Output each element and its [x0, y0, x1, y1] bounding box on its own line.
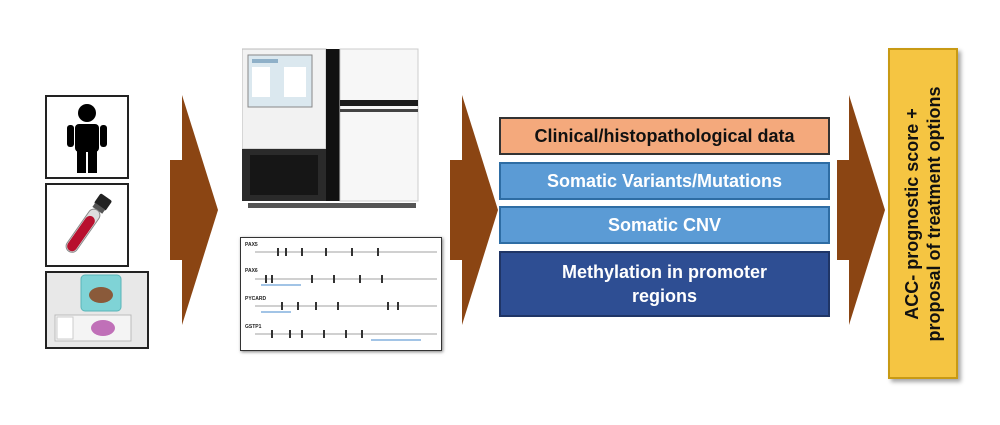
arrow-3: [837, 95, 885, 325]
somatic-variants-box: Somatic Variants/Mutations: [499, 162, 830, 200]
box-label: Somatic Variants/Mutations: [546, 170, 783, 191]
gene-label: PAX5: [245, 242, 258, 248]
arrow-1: [170, 95, 218, 325]
person-icon: [67, 104, 107, 173]
clinical-data-box: Clinical/histopathological data: [499, 117, 830, 155]
gene-label: PYCARD: [245, 296, 267, 302]
methylation-box: Methylation in promoter regions: [499, 251, 830, 317]
tissue-slide-icon: [47, 273, 147, 347]
outcome-line-2: proposal of treatment options: [924, 85, 944, 342]
tissue-box: [45, 271, 149, 349]
arrow-2: [450, 95, 498, 325]
box-label: Somatic CNV: [607, 214, 722, 235]
outcome-line-1: ACC- prognostic score +: [902, 107, 922, 320]
outcome-text: ACC- prognostic score + proposal of trea…: [901, 86, 945, 341]
outcome-box: ACC- prognostic score + proposal of trea…: [888, 48, 958, 379]
sequencer-icon: [242, 48, 419, 208]
gene-methylation-panel: PAX5 PAX6 PYCARD GSTP1: [240, 237, 442, 351]
gene-label: PAX6: [245, 268, 258, 274]
box-label: Clinical/histopathological data: [534, 125, 795, 146]
gene-label: GSTP1: [245, 324, 262, 330]
box-label: Methylation in promoter regions: [561, 262, 767, 306]
somatic-cnv-box: Somatic CNV: [499, 206, 830, 244]
gene-tracks: [255, 248, 437, 341]
blood-tube-icon: [65, 193, 112, 253]
patient-box: [45, 95, 129, 179]
blood-sample-box: [45, 183, 129, 267]
